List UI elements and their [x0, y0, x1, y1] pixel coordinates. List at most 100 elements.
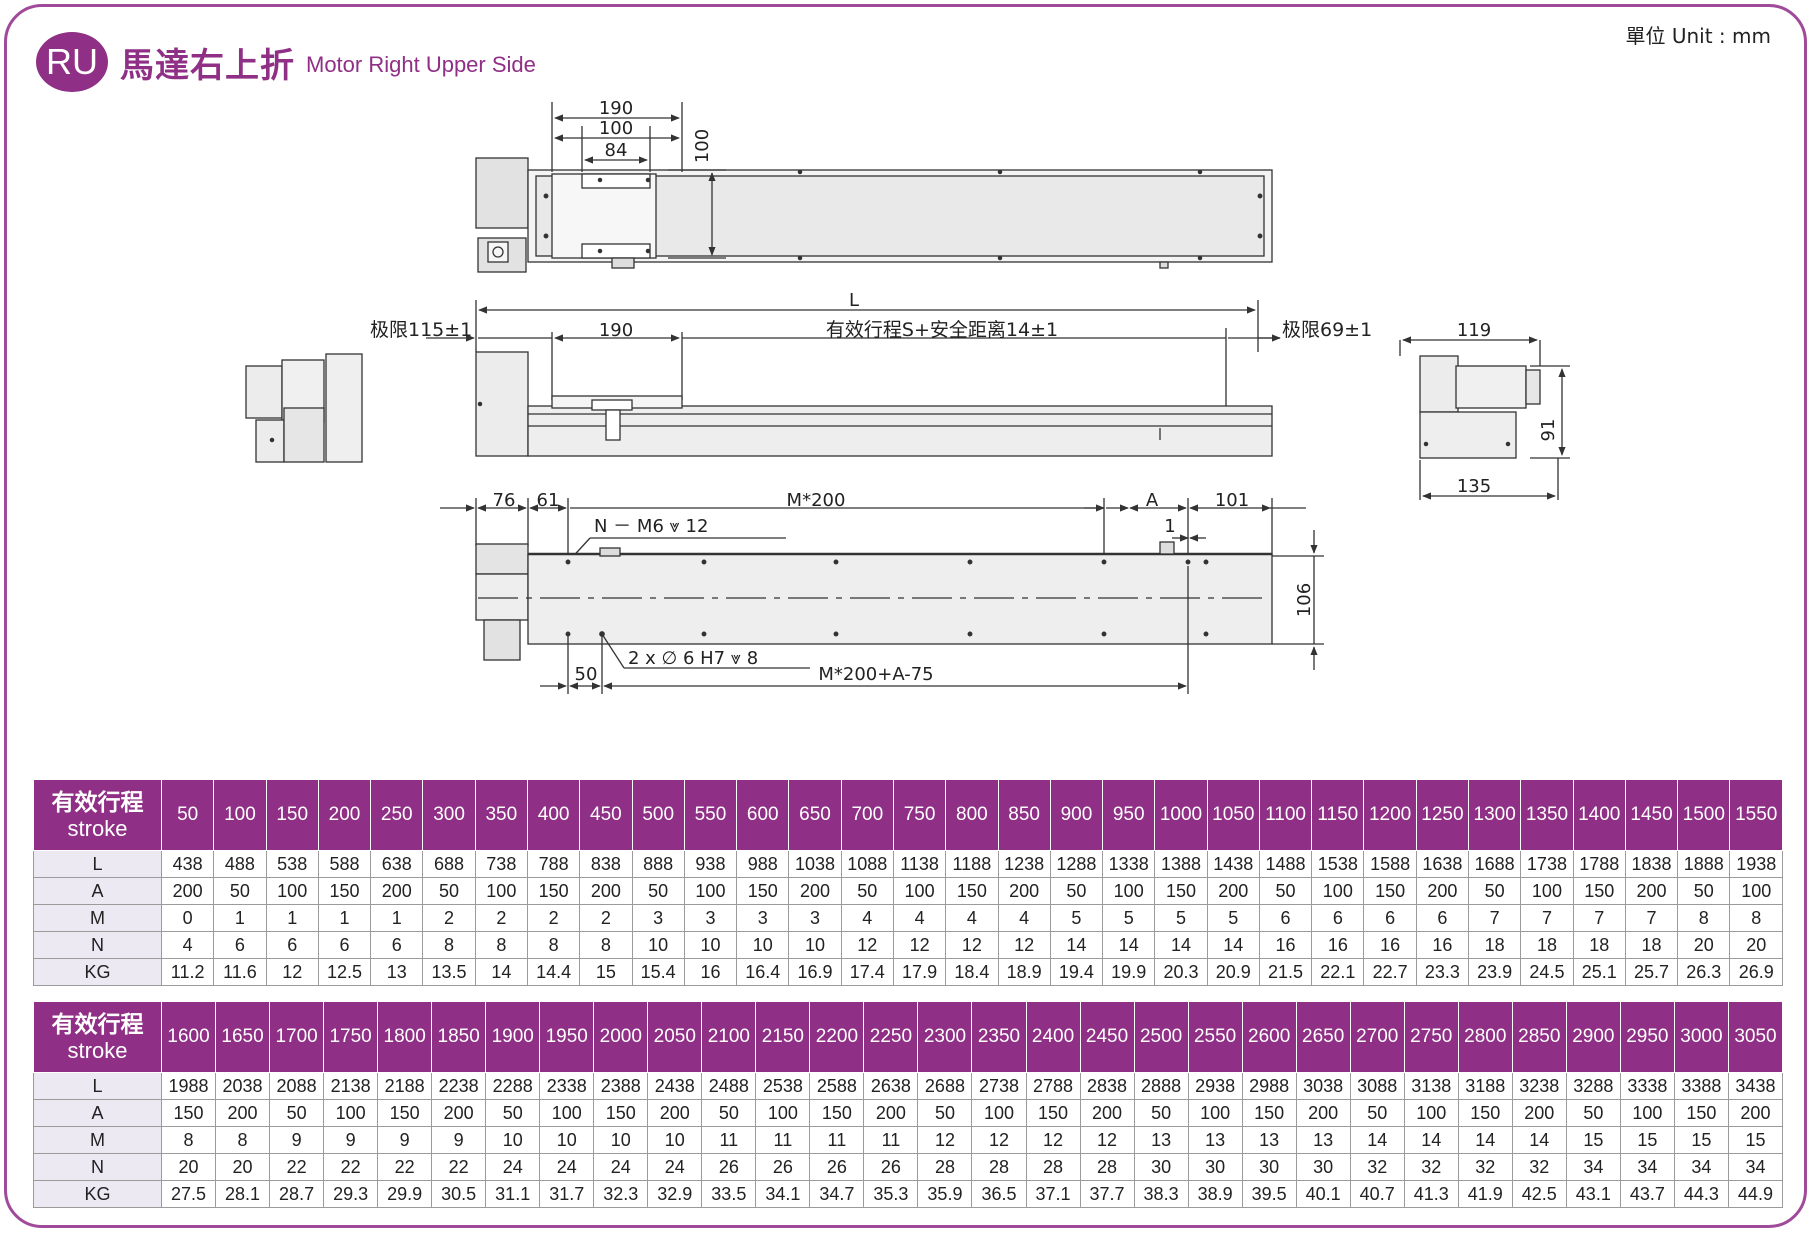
stroke-value: 2300 [917, 1001, 973, 1073]
table-cell: 34 [1619, 1153, 1675, 1181]
stroke-value: 2000 [593, 1001, 649, 1073]
table-cell: 12 [971, 1126, 1027, 1154]
table-cell: 20 [1677, 931, 1731, 959]
table-cell: 22 [323, 1153, 379, 1181]
table-cell: 41.9 [1457, 1180, 1513, 1208]
dim-m200a: M*200+A-75 [818, 664, 933, 685]
table-cell: 50 [1565, 1099, 1621, 1127]
table-cell: 2138 [323, 1072, 379, 1100]
stroke-value: 1900 [485, 1001, 541, 1073]
table-cell: 15 [579, 958, 633, 986]
table-cell: 150 [593, 1099, 649, 1127]
dim-m200: M*200 [787, 490, 846, 511]
table-cell: 50 [422, 877, 476, 905]
table-cell: 3438 [1727, 1072, 1784, 1100]
table-cell: 14 [1154, 931, 1208, 959]
stroke-value: 650 [788, 779, 842, 851]
table-cell: 16.9 [788, 958, 842, 986]
table-cell: 14 [1349, 1126, 1405, 1154]
table-cell: 100 [1619, 1099, 1675, 1127]
table-cell: 13 [1133, 1126, 1189, 1154]
table-cell: 28 [917, 1153, 973, 1181]
stroke-value: 1400 [1572, 779, 1626, 851]
table-cell: 1488 [1258, 850, 1313, 878]
stroke-value: 1800 [377, 1001, 433, 1073]
stroke-value: 2250 [863, 1001, 919, 1073]
table-cell: 20.3 [1154, 958, 1208, 986]
stroke-value: 750 [892, 779, 947, 851]
stroke-value: 2100 [701, 1001, 757, 1073]
stroke-value: 700 [840, 779, 894, 851]
stroke-value: 600 [736, 779, 790, 851]
row-label: M [33, 1126, 162, 1154]
side-view [426, 300, 1281, 457]
table-cell: 13.5 [422, 958, 476, 986]
table-cell: 25.1 [1572, 958, 1626, 986]
table-cell: 14 [1102, 931, 1156, 959]
table-cell: 2988 [1241, 1072, 1297, 1100]
table-cell: 10 [788, 931, 842, 959]
table-cell: 5 [1206, 904, 1260, 932]
table-cell: 22 [269, 1153, 325, 1181]
table-cell: 35.3 [863, 1180, 919, 1208]
table-cell: 200 [215, 1099, 271, 1127]
table-cell: 41.3 [1403, 1180, 1459, 1208]
table-cell: 7 [1468, 904, 1522, 932]
table-cell: 538 [265, 850, 319, 878]
dim-100-top: 100 [599, 118, 633, 139]
stroke-value: 1500 [1677, 779, 1731, 851]
row-label: A [33, 1099, 162, 1127]
table-cell: 1738 [1520, 850, 1574, 878]
table-cell: 2188 [377, 1072, 433, 1100]
stroke-value: 1450 [1624, 779, 1679, 851]
stroke-value: 1250 [1415, 779, 1470, 851]
table-cell: 3 [736, 904, 790, 932]
dim-190-top: 190 [599, 98, 633, 119]
table-cell: 6 [1311, 904, 1365, 932]
table-cell: 14.4 [526, 958, 581, 986]
table-cell: 150 [945, 877, 999, 905]
technical-drawing: 190 100 84 100 L 极限115±1 190 有效行程S+安全距离1… [245, 98, 1570, 694]
dim-84-top: 84 [605, 140, 628, 161]
table-cell: 14 [1511, 1126, 1567, 1154]
table-cell: 12 [1079, 1126, 1135, 1154]
table-cell: 7 [1572, 904, 1626, 932]
stroke-value: 2750 [1403, 1001, 1459, 1073]
table-cell: 8 [526, 931, 581, 959]
table-cell: 100 [971, 1099, 1027, 1127]
dim-91: 91 [1538, 419, 1559, 442]
table-cell: 14 [1206, 931, 1260, 959]
table-cell: 16.4 [736, 958, 790, 986]
table-cell: 100 [755, 1099, 811, 1127]
stroke-value: 1300 [1468, 779, 1522, 851]
table-cell: 150 [160, 1099, 217, 1127]
table-cell: 13 [1241, 1126, 1297, 1154]
top-view [475, 102, 1273, 273]
table-cell: 5 [1154, 904, 1208, 932]
table-cell: 24 [647, 1153, 703, 1181]
table-cell: 6 [370, 931, 424, 959]
table-cell: 1438 [1206, 850, 1260, 878]
stroke-value: 3000 [1673, 1001, 1729, 1073]
stroke-value: 1700 [269, 1001, 325, 1073]
table-cell: 8 [474, 931, 528, 959]
table-cell: 5 [1102, 904, 1156, 932]
table-cell: 12 [840, 931, 894, 959]
table-cell: 150 [1363, 877, 1417, 905]
page-subtitle: Motor Right Upper Side [306, 52, 536, 77]
table-cell: 8 [1677, 904, 1731, 932]
table-cell: 100 [1520, 877, 1574, 905]
table-cell: 2 [474, 904, 528, 932]
table-cell: 31.7 [539, 1180, 595, 1208]
table-cell: 22 [431, 1153, 487, 1181]
table-cell: 22.1 [1311, 958, 1365, 986]
table-cell: 6 [1258, 904, 1313, 932]
table-cell: 18 [1520, 931, 1574, 959]
table-cell: 25.7 [1624, 958, 1679, 986]
table-cell: 8 [579, 931, 633, 959]
stroke-value: 1000 [1154, 779, 1208, 851]
table-cell: 200 [431, 1099, 487, 1127]
